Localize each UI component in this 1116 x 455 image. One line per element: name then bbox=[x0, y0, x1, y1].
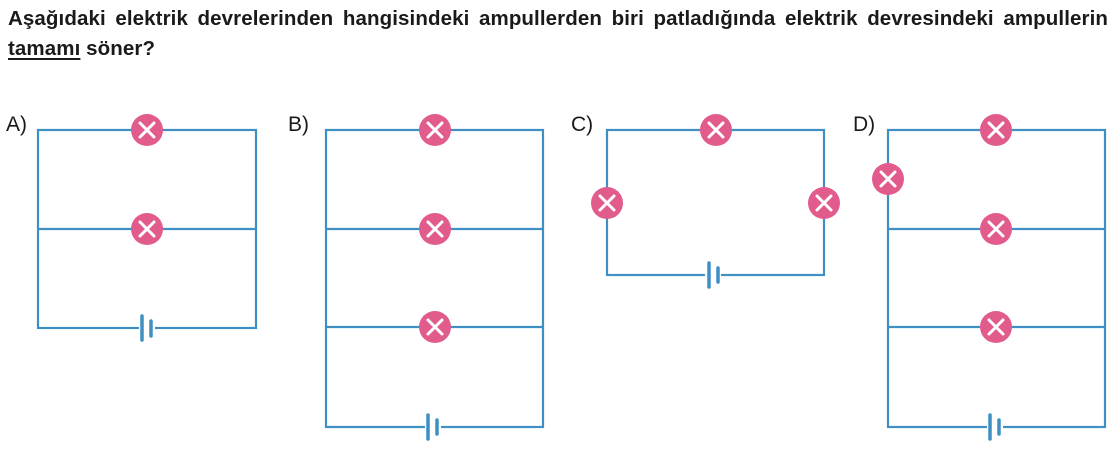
bulb-icon bbox=[978, 112, 1014, 148]
bulb-icon bbox=[978, 309, 1014, 345]
question-emphasis: tamamı bbox=[8, 37, 81, 60]
question-part-2: söner? bbox=[80, 37, 156, 60]
circuit-a-battery bbox=[139, 314, 155, 342]
option-d-label: D) bbox=[853, 113, 875, 136]
circuit-c-battery bbox=[705, 261, 721, 289]
bulb-icon bbox=[417, 211, 453, 247]
circuit-option-c[interactable]: C) bbox=[571, 112, 842, 289]
bulb-icon bbox=[806, 185, 842, 221]
option-b-label: B) bbox=[288, 113, 309, 136]
bulb-icon bbox=[417, 309, 453, 345]
circuit-c-frame bbox=[605, 128, 826, 277]
circuit-option-b[interactable]: B) bbox=[288, 112, 545, 441]
question-text: Aşağıdaki elektrik devrelerinden hangisi… bbox=[8, 4, 1108, 64]
bulb-icon bbox=[589, 185, 625, 221]
option-a-label: A) bbox=[6, 113, 27, 136]
bulb-icon bbox=[129, 211, 165, 247]
bulb-icon bbox=[417, 112, 453, 148]
circuit-b-frame bbox=[324, 128, 545, 429]
bulb-icon bbox=[129, 112, 165, 148]
bulb-icon bbox=[978, 211, 1014, 247]
bulb-icon bbox=[698, 112, 734, 148]
circuit-option-a[interactable]: A) bbox=[6, 112, 258, 342]
circuit-option-d[interactable]: D) bbox=[853, 112, 1107, 441]
bulb-icon bbox=[870, 161, 906, 197]
option-c-label: C) bbox=[571, 113, 593, 136]
circuit-b-battery bbox=[425, 413, 441, 441]
question-part-1: Aşağıdaki elektrik devrelerinden hangisi… bbox=[8, 7, 1108, 30]
circuit-d-battery bbox=[987, 413, 1003, 441]
circuit-d-frame bbox=[886, 128, 1107, 429]
